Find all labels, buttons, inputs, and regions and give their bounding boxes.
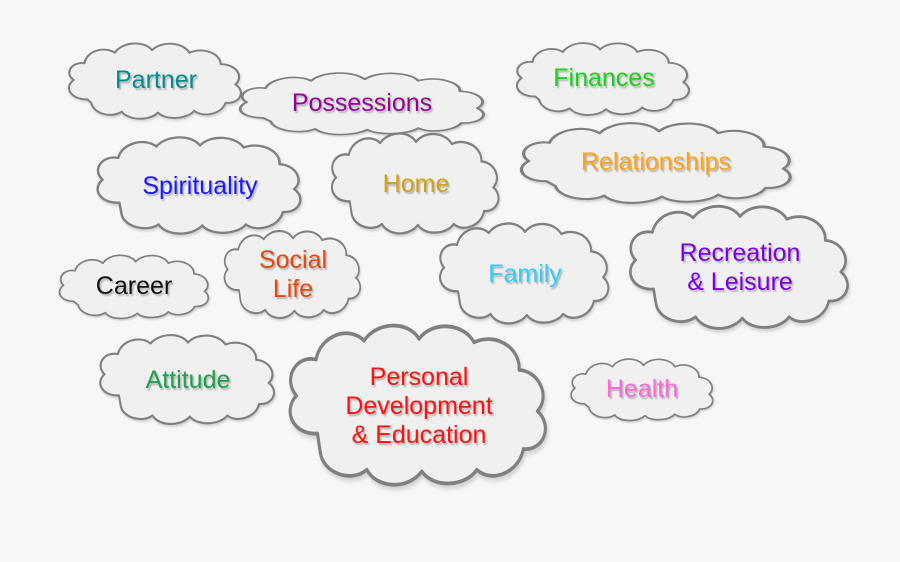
cloud-outline-relationships xyxy=(519,122,792,204)
cloud-outline-recreation-leisure xyxy=(629,204,849,330)
cloud-partner[interactable]: Partner xyxy=(58,36,254,124)
cloud-outline-health xyxy=(570,358,714,422)
cloud-health[interactable]: Health xyxy=(564,352,720,426)
cloud-outline-personal-development-education xyxy=(288,323,547,487)
cloud-spirituality[interactable]: Spirituality xyxy=(88,134,312,238)
cloud-outline-spirituality xyxy=(96,136,302,235)
cloud-attitude[interactable]: Attitude xyxy=(92,332,284,428)
cloud-recreation-leisure[interactable]: Recreation & Leisure xyxy=(620,202,860,334)
cloud-outline-possessions xyxy=(238,72,485,136)
cloud-outline-social-life xyxy=(223,230,362,320)
cloud-outline-finances xyxy=(515,42,690,116)
cloud-outline-family xyxy=(439,222,610,325)
cloud-social-life[interactable]: Social Life xyxy=(218,228,368,322)
cloud-family[interactable]: Family xyxy=(432,220,618,328)
cloud-relationships[interactable]: Relationships xyxy=(508,114,804,210)
cloud-outline-attitude xyxy=(99,334,276,425)
cloud-finances[interactable]: Finances xyxy=(506,36,702,120)
cloud-possessions[interactable]: Possessions xyxy=(228,66,496,140)
cloud-outline-career xyxy=(58,254,210,320)
cloud-personal-development-education[interactable]: Personal Development & Education xyxy=(278,320,560,492)
cloud-career[interactable]: Career xyxy=(52,248,216,324)
cloud-outline-partner xyxy=(67,42,242,120)
cloud-outline-home xyxy=(331,132,500,235)
